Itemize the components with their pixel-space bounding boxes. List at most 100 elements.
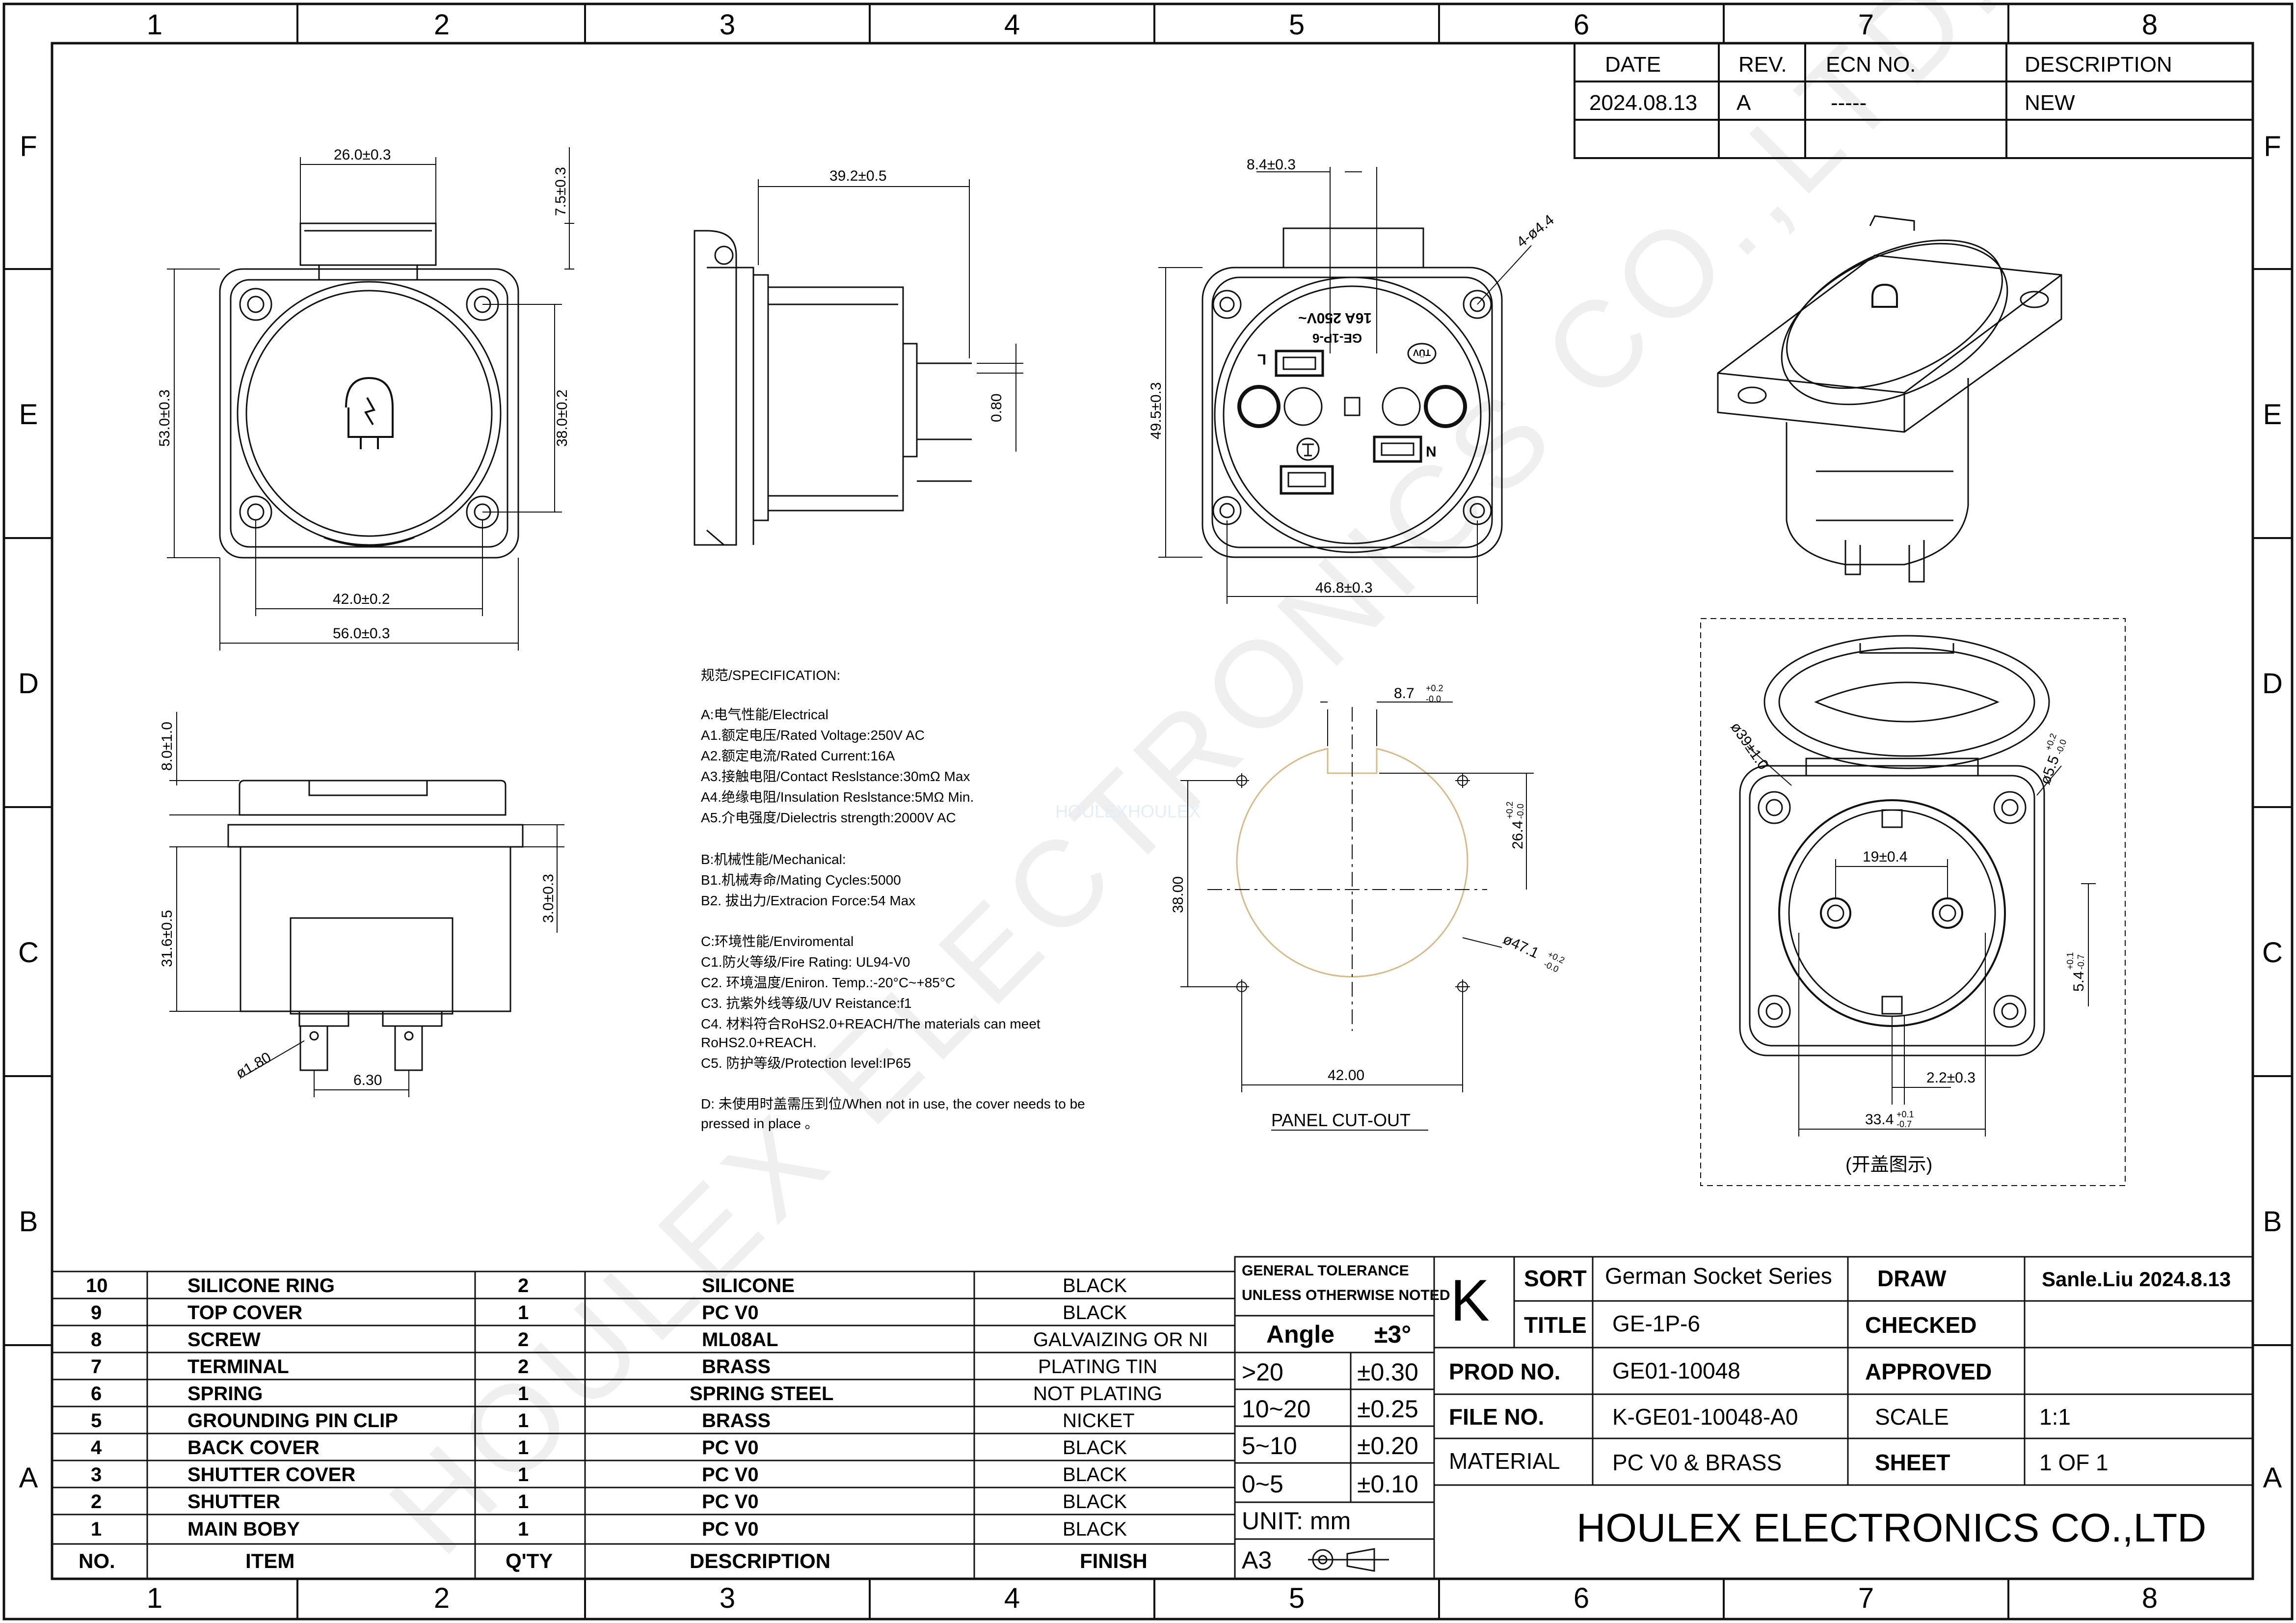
back-mark-tuv: TÜV bbox=[1413, 348, 1431, 357]
bottom-view-dim-text: 8.0±1.0 31.6±0.5 3.0±0.3 ø1.80 6.30 bbox=[159, 722, 557, 1088]
dim-open-334-tol-plus: +0.1 bbox=[1896, 1109, 1914, 1119]
spec-line: D: 未使用时盖需压到位/When not in use, the cover … bbox=[701, 1096, 1085, 1111]
bom-description: PC V0 bbox=[702, 1464, 759, 1486]
bom-qty: 1 bbox=[518, 1410, 529, 1432]
spec-line: C5. 防护等级/Protection level:IP65 bbox=[701, 1055, 911, 1071]
dim-bottom-flange: 3.0±0.3 bbox=[540, 874, 557, 923]
bom-item: SHUTTER COVER bbox=[187, 1464, 355, 1486]
zone-col-6-top: 6 bbox=[1574, 9, 1589, 41]
projection-symbol-icon bbox=[1308, 1548, 1389, 1572]
side-view-dims bbox=[758, 179, 1023, 452]
bottom-view bbox=[227, 780, 524, 1071]
tolerance-value: ±0.25 bbox=[1357, 1395, 1418, 1423]
bom-finish: BLACK bbox=[1063, 1491, 1127, 1513]
zone-row-B-left: B bbox=[19, 1206, 38, 1238]
bom-no: 3 bbox=[91, 1464, 102, 1486]
dim-cut-notch-tol-minus: -0.0 bbox=[1426, 694, 1441, 704]
zone-row-A-left: A bbox=[19, 1462, 38, 1494]
bom-description: ML08AL bbox=[702, 1329, 778, 1351]
bom-item: SCREW bbox=[187, 1329, 261, 1351]
front-view bbox=[219, 222, 519, 559]
zone-col-5-bottom: 5 bbox=[1289, 1582, 1305, 1614]
spec-line: A4.绝缘电阻/Insulation Reslstance:5MΩ Min. bbox=[701, 789, 974, 805]
bom-finish: GALVAIZING OR NI bbox=[1033, 1329, 1208, 1351]
bom-no: 10 bbox=[86, 1275, 108, 1297]
spec-line: 规范/SPECIFICATION: bbox=[701, 668, 840, 683]
scale-label: SCALE bbox=[1875, 1404, 1949, 1430]
spec-line: C:环境性能/Enviromental bbox=[701, 934, 854, 949]
material-value: PC V0 & BRASS bbox=[1612, 1450, 1782, 1475]
bom-item: SPRING bbox=[187, 1383, 263, 1405]
bom-qty: 1 bbox=[518, 1302, 529, 1324]
bom-item: BACK COVER bbox=[187, 1437, 320, 1459]
file-no-value: K-GE01-10048-A0 bbox=[1612, 1404, 1798, 1430]
bom-qty: 2 bbox=[518, 1275, 529, 1297]
back-view-dims bbox=[1158, 167, 1532, 604]
spec-line: A:电气性能/Electrical bbox=[701, 707, 828, 722]
bom-description: PC V0 bbox=[702, 1518, 759, 1540]
company-logo-letter: K bbox=[1450, 1268, 1490, 1333]
specification: 规范/SPECIFICATION: A:电气性能/Electrical A1.额… bbox=[701, 668, 1085, 1131]
bom-description: PC V0 bbox=[702, 1491, 759, 1513]
bom-item: SHUTTER bbox=[187, 1491, 280, 1513]
tolerance-subtitle: UNLESS OTHERWISE NOTED bbox=[1242, 1287, 1450, 1303]
bom-description: PC V0 bbox=[702, 1302, 759, 1324]
dim-cut-26: 26.4 bbox=[1510, 821, 1526, 849]
zone-row-F-left: F bbox=[20, 131, 37, 162]
rev-header-rev: REV. bbox=[1738, 53, 1787, 77]
tolerance-angle-label: Angle bbox=[1266, 1321, 1335, 1348]
spec-line: C3. 抗紫外线等级/UV Reistance:f1 bbox=[701, 996, 911, 1011]
dim-front-hole-v: 38.0±0.2 bbox=[554, 389, 570, 447]
bom-header-finish: FINISH bbox=[1080, 1549, 1148, 1572]
tolerance-unit: UNIT: mm bbox=[1242, 1507, 1351, 1535]
sort-label: SORT bbox=[1524, 1266, 1587, 1291]
spec-line: B2. 拔出力/Extracion Force:54 Max bbox=[701, 893, 915, 908]
draw-label: DRAW bbox=[1877, 1266, 1947, 1291]
bom-finish: BLACK bbox=[1063, 1518, 1127, 1540]
dim-open-54-tol-plus: +0.1 bbox=[2065, 952, 2075, 970]
panel-cutout-label: PANEL CUT-OUT bbox=[1271, 1110, 1411, 1130]
rev-letter: A bbox=[1736, 91, 1751, 115]
bom-no: 6 bbox=[91, 1383, 102, 1405]
title-value: GE-1P-6 bbox=[1612, 1311, 1700, 1336]
watermark-small: HOULEXHOULEX bbox=[1055, 801, 1201, 821]
front-view-dims bbox=[167, 147, 574, 650]
open-view-dims bbox=[1747, 746, 2096, 1136]
zone-dividers bbox=[4, 4, 2292, 1619]
rev-header-date: DATE bbox=[1605, 53, 1661, 77]
dim-bottom-height: 31.6±0.5 bbox=[159, 910, 175, 967]
tolerance-range: 0~5 bbox=[1242, 1470, 1283, 1498]
dim-side-pin: 0.80 bbox=[988, 394, 1005, 422]
back-mark-l: L bbox=[1257, 351, 1266, 367]
file-no-label: FILE NO. bbox=[1449, 1404, 1544, 1430]
zone-col-3-top: 3 bbox=[720, 9, 735, 41]
bom-no: 7 bbox=[91, 1356, 102, 1378]
tolerance-sheet-size: A3 bbox=[1242, 1546, 1272, 1574]
bom-no: 5 bbox=[91, 1410, 102, 1432]
dim-cut-26-tol-plus: +0.2 bbox=[1505, 801, 1515, 819]
zone-col-8-bottom: 8 bbox=[2142, 1582, 2158, 1614]
bom-description: BRASS bbox=[702, 1356, 771, 1378]
bom-no: 2 bbox=[91, 1491, 102, 1513]
bom-header-item: ITEM bbox=[245, 1549, 294, 1572]
bom-no: 1 bbox=[91, 1518, 102, 1540]
dim-front-width: 56.0±0.3 bbox=[333, 625, 390, 642]
zone-row-D-right: D bbox=[2262, 668, 2283, 700]
back-view-marks: 16A 250V~ GE-1P-6 TÜV L N bbox=[1257, 310, 1437, 460]
dim-bottom-pin-pitch: 6.30 bbox=[353, 1072, 382, 1088]
zone-col-7-top: 7 bbox=[1858, 9, 1874, 41]
bom-finish: NICKET bbox=[1063, 1410, 1135, 1432]
dim-cut-26-tol-minus: -0.0 bbox=[1516, 804, 1525, 819]
spec-line: C1.防火等级/Fire Rating: UL94-V0 bbox=[701, 954, 910, 970]
back-mark-voltage: 16A 250V~ bbox=[1298, 310, 1372, 326]
zone-col-4-top: 4 bbox=[1004, 9, 1020, 41]
zone-row-E-left: E bbox=[19, 399, 38, 431]
dim-cut-42: 42.00 bbox=[1328, 1067, 1364, 1083]
tolerance-value: ±0.10 bbox=[1357, 1470, 1418, 1498]
dim-front-cover: 7.5±0.3 bbox=[553, 167, 569, 216]
zone-col-4-bottom: 4 bbox=[1004, 1582, 1020, 1614]
rev-header-ecn: ECN NO. bbox=[1826, 53, 1916, 77]
dim-back-pin: 8.4±0.3 bbox=[1247, 157, 1296, 173]
tolerance-value: ±0.30 bbox=[1357, 1358, 1418, 1386]
bom-finish: PLATING TIN bbox=[1038, 1356, 1157, 1378]
